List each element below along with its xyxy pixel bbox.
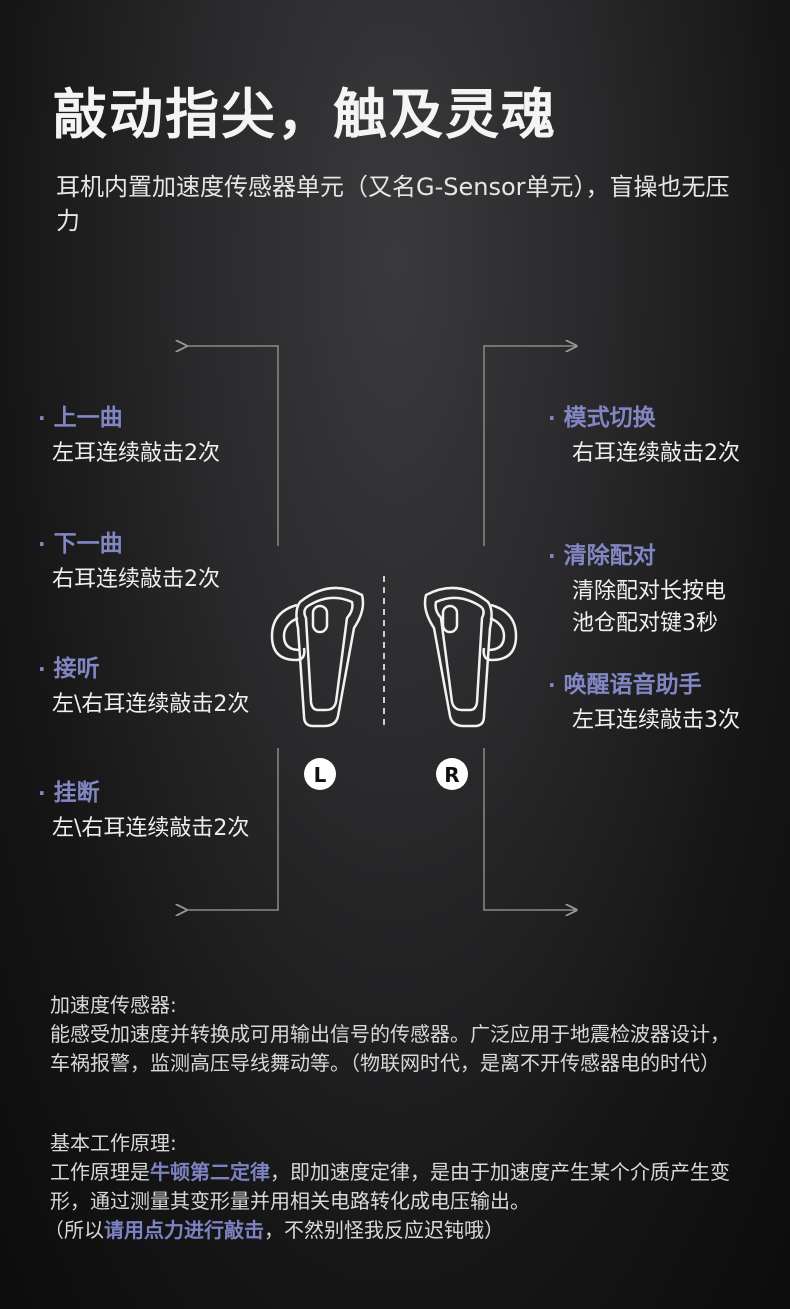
bullet-icon: · [38, 532, 46, 556]
note-prefix: （所以 [44, 1218, 104, 1242]
gesture-desc: 左\右耳连续敲击2次 [52, 692, 250, 717]
sensor-title: 加速度传感器: [50, 993, 177, 1017]
left-top-connector-line [186, 346, 279, 546]
right-badge-circle [436, 758, 468, 790]
gesture-name: 下一曲 [53, 531, 123, 557]
gesture-clear-pairing: · 清除配对 清除配对长按电 池仓配对键3秒 [548, 540, 726, 640]
bullet-icon: · [38, 781, 46, 805]
gesture-next-track: · 下一曲 右耳连续敲击2次 [38, 528, 220, 596]
gesture-name: 清除配对 [563, 543, 656, 569]
right-bottom-connector-line [483, 748, 576, 910]
sensor-info-section: 加速度传感器: 能感受加速度并转换成可用输出信号的传感器。广泛应用于地震检波器设… [50, 991, 750, 1078]
tap-note: （所以请用点力进行敲击，不然别怪我反应迟钝哦） [44, 1216, 750, 1245]
bullet-icon: · [38, 657, 46, 681]
principle-title: 基本工作原理: [50, 1131, 177, 1155]
gesture-name: 唤醒语音助手 [563, 672, 702, 698]
left-bottom-connector-line [186, 748, 279, 910]
left-earbud-label: L [314, 763, 327, 787]
gesture-desc: 清除配对长按电 [572, 579, 727, 604]
principle-text: 工作原理是牛顿第二定律，即加速度定律，是由于加速度产生某个介质产生变形，通过测量… [50, 1158, 750, 1216]
bullet-icon: · [548, 544, 556, 568]
bullet-icon: · [548, 673, 556, 697]
gesture-answer-call: · 接听 左\右耳连续敲击2次 [38, 653, 249, 721]
right-earbud-icon [423, 586, 518, 728]
gesture-desc: 右耳连续敲击2次 [572, 441, 740, 466]
left-badge-circle [304, 758, 336, 790]
gesture-voice-assistant: · 唤醒语音助手 左耳连续敲击3次 [548, 669, 740, 737]
gesture-mode-switch: · 模式切换 右耳连续敲击2次 [548, 402, 740, 470]
gesture-name: 上一曲 [53, 405, 123, 431]
gesture-name: 挂断 [53, 780, 100, 806]
gesture-desc: 右耳连续敲击2次 [52, 567, 220, 592]
left-earbud-icon [270, 586, 365, 728]
gesture-previous-track: · 上一曲 左耳连续敲击2次 [38, 402, 220, 470]
bullet-icon: · [38, 406, 46, 430]
principle-prefix: 工作原理是 [50, 1160, 150, 1184]
gesture-desc: 左耳连续敲击3次 [572, 708, 740, 733]
sensor-text: 能感受加速度并转换成可用输出信号的传感器。广泛应用于地震检波器设计， 车祸报警，… [50, 1022, 730, 1075]
note-highlight: 请用点力进行敲击 [104, 1218, 264, 1242]
principle-highlight: 牛顿第二定律 [150, 1160, 270, 1184]
principle-section: 基本工作原理: 工作原理是牛顿第二定律，即加速度定律，是由于加速度产生某个介质产… [44, 1129, 750, 1245]
right-top-connector-line [483, 346, 576, 546]
gesture-name: 接听 [53, 656, 100, 682]
gesture-name: 模式切换 [563, 405, 656, 431]
principle-suffix: ，即加速度定律，是由于加速度产生某个介质产生变形，通过测量其变形量并用相关电路转… [50, 1160, 730, 1213]
page-subtitle: 耳机内置加速度传感器单元（又名G-Sensor单元），盲操也无压力 [56, 173, 730, 235]
gesture-desc: 左\右耳连续敲击2次 [52, 816, 250, 841]
gesture-desc-line2: 池仓配对键3秒 [572, 611, 718, 636]
gesture-desc: 左耳连续敲击2次 [52, 441, 220, 466]
gesture-hang-up: · 挂断 左\右耳连续敲击2次 [38, 777, 249, 845]
page-title: 敲动指尖，触及灵魂 [53, 83, 557, 146]
right-earbud-label: R [444, 763, 459, 787]
bullet-icon: · [548, 406, 556, 430]
note-suffix: ，不然别怪我反应迟钝哦） [264, 1218, 504, 1242]
